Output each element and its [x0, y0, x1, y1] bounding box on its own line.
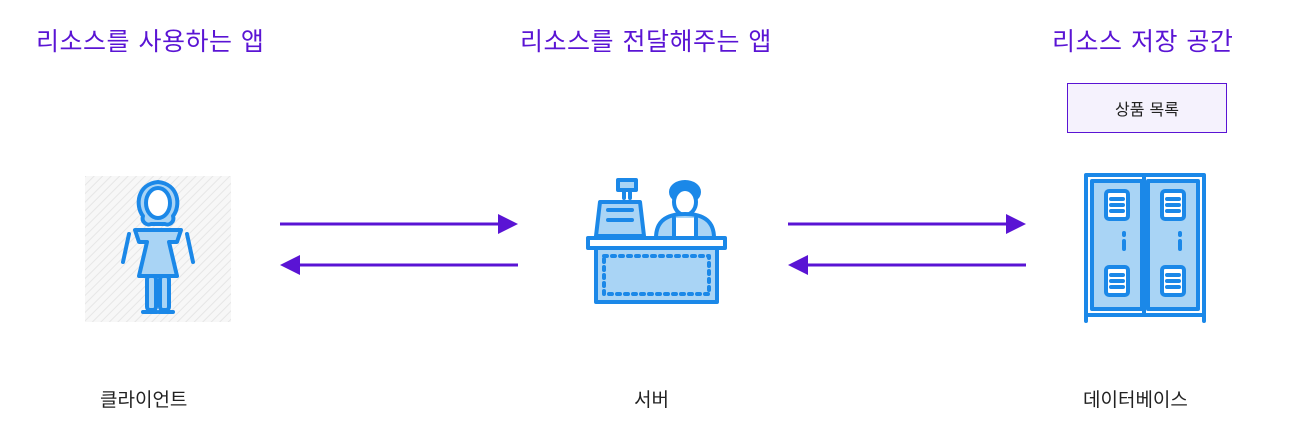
server-heading: 리소스를 전달해주는 앱 — [520, 27, 772, 56]
client-figure — [85, 176, 231, 322]
database-label: 데이터베이스 — [1083, 389, 1188, 411]
arrow-database-to-server — [788, 255, 1026, 275]
arrow-server-to-database — [788, 214, 1026, 234]
server-figure — [584, 176, 729, 321]
database-figure — [1080, 171, 1210, 323]
arrow-client-to-server — [280, 214, 518, 234]
woman-icon — [85, 176, 231, 322]
client-heading: 리소스를 사용하는 앱 — [36, 27, 265, 56]
resource-box: 상품 목록 — [1067, 83, 1227, 133]
client-label: 클라이언트 — [100, 389, 188, 411]
cashier-icon — [586, 178, 727, 304]
database-heading: 리소스 저장 공간 — [1052, 27, 1234, 56]
resource-box-label: 상품 목록 — [1115, 100, 1179, 119]
arrow-server-to-client — [280, 255, 518, 275]
locker-icon — [1084, 173, 1206, 323]
server-label: 서버 — [634, 389, 669, 411]
